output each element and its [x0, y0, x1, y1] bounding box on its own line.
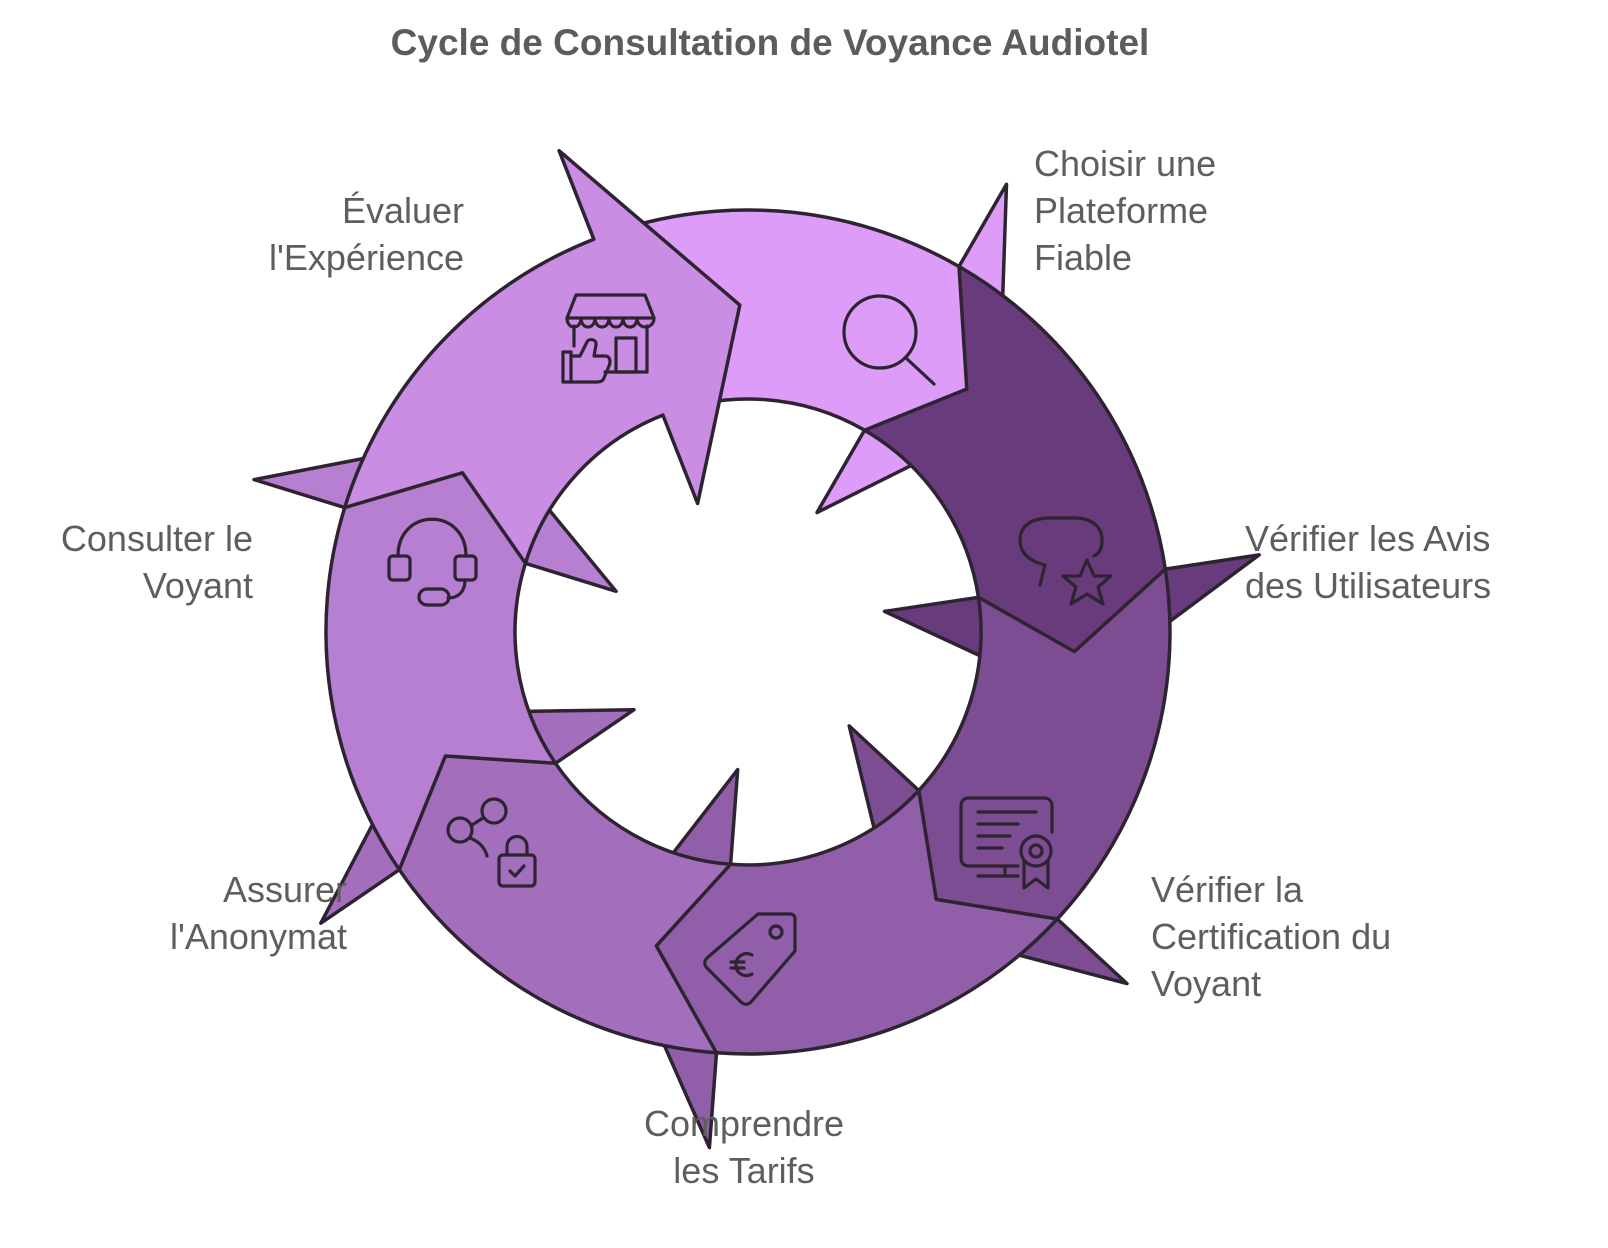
label-line: Consulter le — [60, 518, 253, 559]
step-label-assurer-anonymat: Assurer l'Anonymat — [46, 866, 347, 960]
label-line: les Tarifs — [673, 1150, 815, 1191]
step-label-verifier-avis: Vérifier les Avis des Utilisateurs — [1245, 515, 1491, 609]
price-tag-euro-icon — [703, 912, 797, 1006]
label-line: Voyant — [1151, 963, 1262, 1004]
cycle-arrow-segment — [342, 148, 742, 566]
step-label-evaluer-experience: Évaluer l'Expérience — [164, 187, 464, 281]
certificate-icon — [959, 796, 1054, 890]
label-line: Fiable — [1034, 237, 1133, 278]
label-line: des Utilisateurs — [1245, 565, 1492, 606]
headset-icon — [387, 517, 478, 607]
magnifier-icon — [842, 294, 936, 386]
step-label-verifier-certification: Vérifier la Certification du Voyant — [1151, 866, 1391, 1007]
label-line: Voyant — [142, 565, 253, 606]
step-label-comprendre-tarifs: Comprendre les Tarifs — [594, 1100, 894, 1194]
label-line: Évaluer — [341, 190, 464, 231]
label-line: Choisir une — [1034, 143, 1217, 184]
label-line: Certification du — [1151, 916, 1392, 957]
step-label-choisir-plateforme: Choisir une Plateforme Fiable — [1034, 140, 1216, 281]
share-lock-icon — [446, 797, 537, 888]
label-line: l'Anonymat — [170, 916, 347, 957]
step-label-consulter-voyant: Consulter le Voyant — [0, 515, 253, 609]
label-line: l'Expérience — [269, 237, 464, 278]
label-line: Comprendre — [643, 1103, 845, 1144]
chat-star-icon — [1018, 516, 1113, 606]
label-line: Plateforme — [1034, 190, 1209, 231]
label-line: Assurer — [222, 869, 347, 910]
label-line: Vérifier la — [1151, 869, 1304, 910]
label-line: Vérifier les Avis — [1245, 518, 1491, 559]
diagram-title: Cycle de Consultation de Voyance Audiote… — [390, 22, 1150, 63]
shop-thumbs-up-icon — [561, 293, 656, 384]
